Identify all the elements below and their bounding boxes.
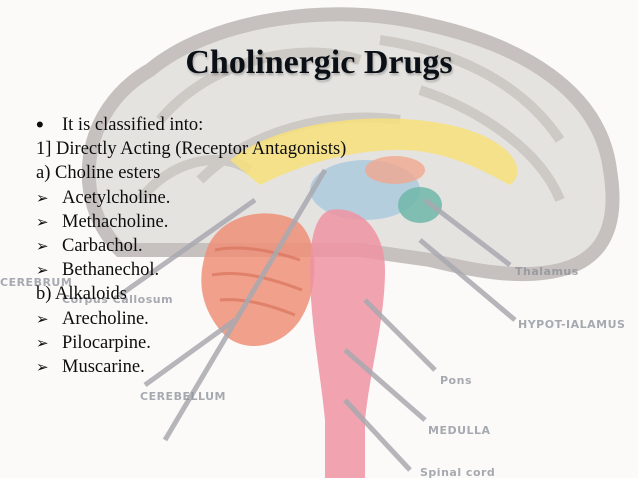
bullet-arrow-icon: ➢: [36, 212, 49, 231]
list-item-text: Carbachol.: [62, 236, 143, 257]
list-item: b) Alkaloids: [36, 282, 346, 306]
list-item-text: Acetylcholine.: [62, 187, 171, 208]
list-item: • It is classified into:: [36, 113, 346, 137]
list-item: ➢ Bethanechol.: [36, 258, 346, 282]
bullet-arrow-icon: ➢: [36, 358, 49, 377]
bullet-arrow-icon: ➢: [36, 237, 49, 256]
label-spinal-cord: Spinal cord: [420, 466, 496, 478]
list-item: ➢ Carbachol.: [36, 234, 346, 258]
bullet-dot-icon: •: [36, 112, 44, 137]
thalamus-region: [398, 187, 442, 223]
list-item-text: Bethanechol.: [62, 260, 160, 281]
list-item-text: 1] Directly Acting (Receptor Antagonists…: [36, 139, 347, 160]
list-item-text: b) Alkaloids: [36, 284, 127, 305]
list-item: ➢ Arecholine.: [36, 307, 346, 331]
bullet-arrow-icon: ➢: [36, 333, 49, 352]
list-item: a) Choline esters: [36, 161, 346, 185]
list-item: ➢ Muscarine.: [36, 355, 346, 379]
list-item-text: It is classified into:: [62, 115, 204, 135]
pointer-arrows: [118, 168, 517, 472]
list-item-text: Pilocarpine.: [62, 332, 151, 353]
list-item-text: Muscarine.: [62, 357, 145, 378]
label-cerebellum: CEREBELLUM: [140, 390, 226, 403]
list-item: ➢ Methacholine.: [36, 210, 346, 234]
list-item-text: a) Choline esters: [36, 163, 161, 184]
list-item-text: Arecholine.: [62, 308, 149, 329]
list-item: ➢ Acetylcholine.: [36, 186, 346, 210]
label-cerebrum: CEREBRUM: [0, 276, 73, 289]
drug-list: • It is classified into: 1] Directly Actin…: [36, 113, 346, 379]
label-pons: Pons: [440, 374, 472, 387]
bullet-arrow-icon: ➢: [36, 188, 49, 207]
slide-title: Cholinergic Drugs: [185, 44, 453, 81]
bullet-arrow-icon: ➢: [36, 261, 49, 280]
label-medulla: MEDULLA: [428, 424, 491, 437]
list-item: ➢ Pilocarpine.: [36, 331, 346, 355]
bullet-arrow-icon: ➢: [36, 309, 49, 328]
label-hypothalamus: HYPOT-IALAMUS: [518, 318, 626, 331]
corpus-callosum: [230, 118, 518, 185]
brainstem: [310, 209, 385, 478]
list-item-text: Methacholine.: [62, 211, 169, 232]
label-thalamus: Thalamus: [515, 265, 579, 278]
list-item: 1] Directly Acting (Receptor Antagonists…: [36, 137, 346, 161]
label-corpus-callosum: Corpus Callosum: [62, 293, 174, 306]
